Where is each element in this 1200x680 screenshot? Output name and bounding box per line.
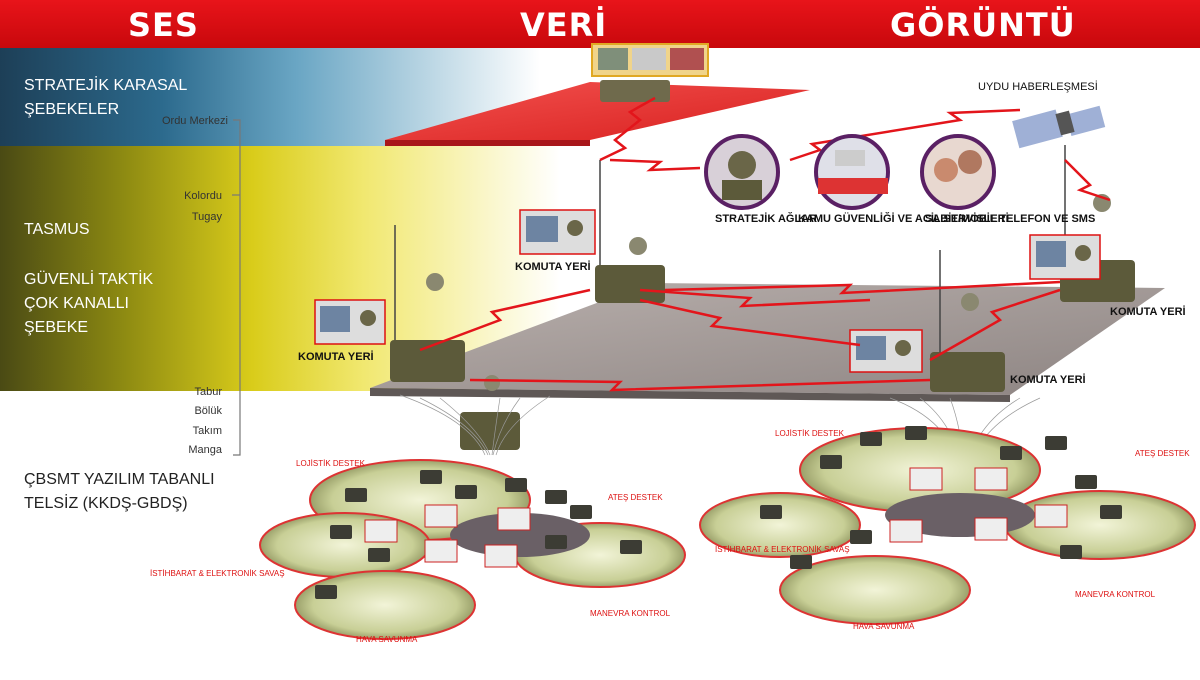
tactical-band <box>0 146 560 391</box>
top-banner: SES VERİ GÖRÜNTÜ <box>0 0 1200 48</box>
label-manevra-right: MANEVRA KONTROL <box>1075 590 1156 599</box>
service-strategic <box>704 134 780 210</box>
label-sabit: SABİT/MOBİL TELEFON VE SMS <box>925 212 1095 225</box>
radio-links <box>419 96 1111 392</box>
label-guvenli: GÜVENLİ TAKTİK ÇOK KANALLI ŞEBEKE <box>24 271 154 336</box>
label-istihbarat-right: İSTİHBARAT & ELEKTRONİK SAVAŞ <box>715 545 850 554</box>
hier-boluk: Bölük <box>194 405 222 417</box>
command-photo-center <box>849 329 923 373</box>
label-lojistik-left: LOJİSTİK DESTEK <box>296 459 366 468</box>
label-komuta-north: KOMUTA YERİ <box>515 260 591 273</box>
hier-manga: Manga <box>188 444 222 456</box>
banner-goruntu: GÖRÜNTÜ <box>890 6 1076 44</box>
hier-takim: Takım <box>192 425 222 437</box>
service-telephone <box>920 134 996 210</box>
vehicle-west <box>390 273 465 382</box>
label-hava-left: HAVA SAVUNMA <box>356 635 418 644</box>
label-stratejik-1: STRATEJİK AĞLAR <box>715 212 817 225</box>
label-ates-left: ATEŞ DESTEK <box>608 493 663 502</box>
label-ates-right: ATEŞ DESTEK <box>1135 449 1190 458</box>
cluster-left <box>259 459 686 640</box>
funnel-left <box>399 394 551 456</box>
label-istihbarat-left: İSTİHBARAT & ELEKTRONİK SAVAŞ <box>150 569 285 578</box>
vehicle-east <box>930 293 1005 392</box>
label-kamu: KAMU GÜVENLİĞİ VE ACİL SERVİSLERİ <box>798 212 1009 225</box>
hierarchy-bracket <box>233 119 241 456</box>
label-komuta-west: KOMUTA YERİ <box>298 350 374 363</box>
disc-right-east <box>1004 490 1196 560</box>
satellite-icon <box>1012 105 1106 149</box>
disc-left-south <box>294 570 476 640</box>
vehicle-north <box>595 237 665 303</box>
label-hava-right: HAVA SAVUNMA <box>853 622 915 631</box>
label-strategic: STRATEJİK KARASAL ŞEBEKELER <box>24 77 187 118</box>
disc-right-south <box>779 555 971 625</box>
cluster-right <box>699 426 1196 625</box>
hier-tabur: Tabur <box>194 386 222 398</box>
hier-kolordu: Kolordu <box>184 190 222 202</box>
label-uydu: UYDU HABERLEŞMESİ <box>978 80 1098 93</box>
label-komuta-east: KOMUTA YERİ <box>1010 373 1086 386</box>
disc-right-west <box>699 492 861 558</box>
disc-left-west <box>259 512 431 578</box>
service-public-safety <box>814 134 890 210</box>
strategic-plane <box>385 82 810 140</box>
banner-veri: VERİ <box>520 6 608 44</box>
label-komuta-ne: KOMUTA YERİ <box>1110 305 1186 318</box>
hier-tugay: Tugay <box>191 211 222 223</box>
label-manevra-left: MANEVRA KONTROL <box>590 609 671 618</box>
command-staff <box>600 80 670 102</box>
hier-ordu: Ordu Merkezi <box>161 115 228 127</box>
label-tasmus: TASMUS <box>24 221 90 238</box>
command-photo-west <box>314 299 386 345</box>
command-photo-north <box>519 209 596 255</box>
banner-ses: SES <box>128 6 199 44</box>
label-cbsmt: ÇBSMT YAZILIM TABANLI TELSİZ (KKDŞ-GBDŞ) <box>24 471 215 512</box>
command-photo-ne <box>1029 234 1101 280</box>
label-lojistik-right: LOJİSTİK DESTEK <box>775 429 845 438</box>
